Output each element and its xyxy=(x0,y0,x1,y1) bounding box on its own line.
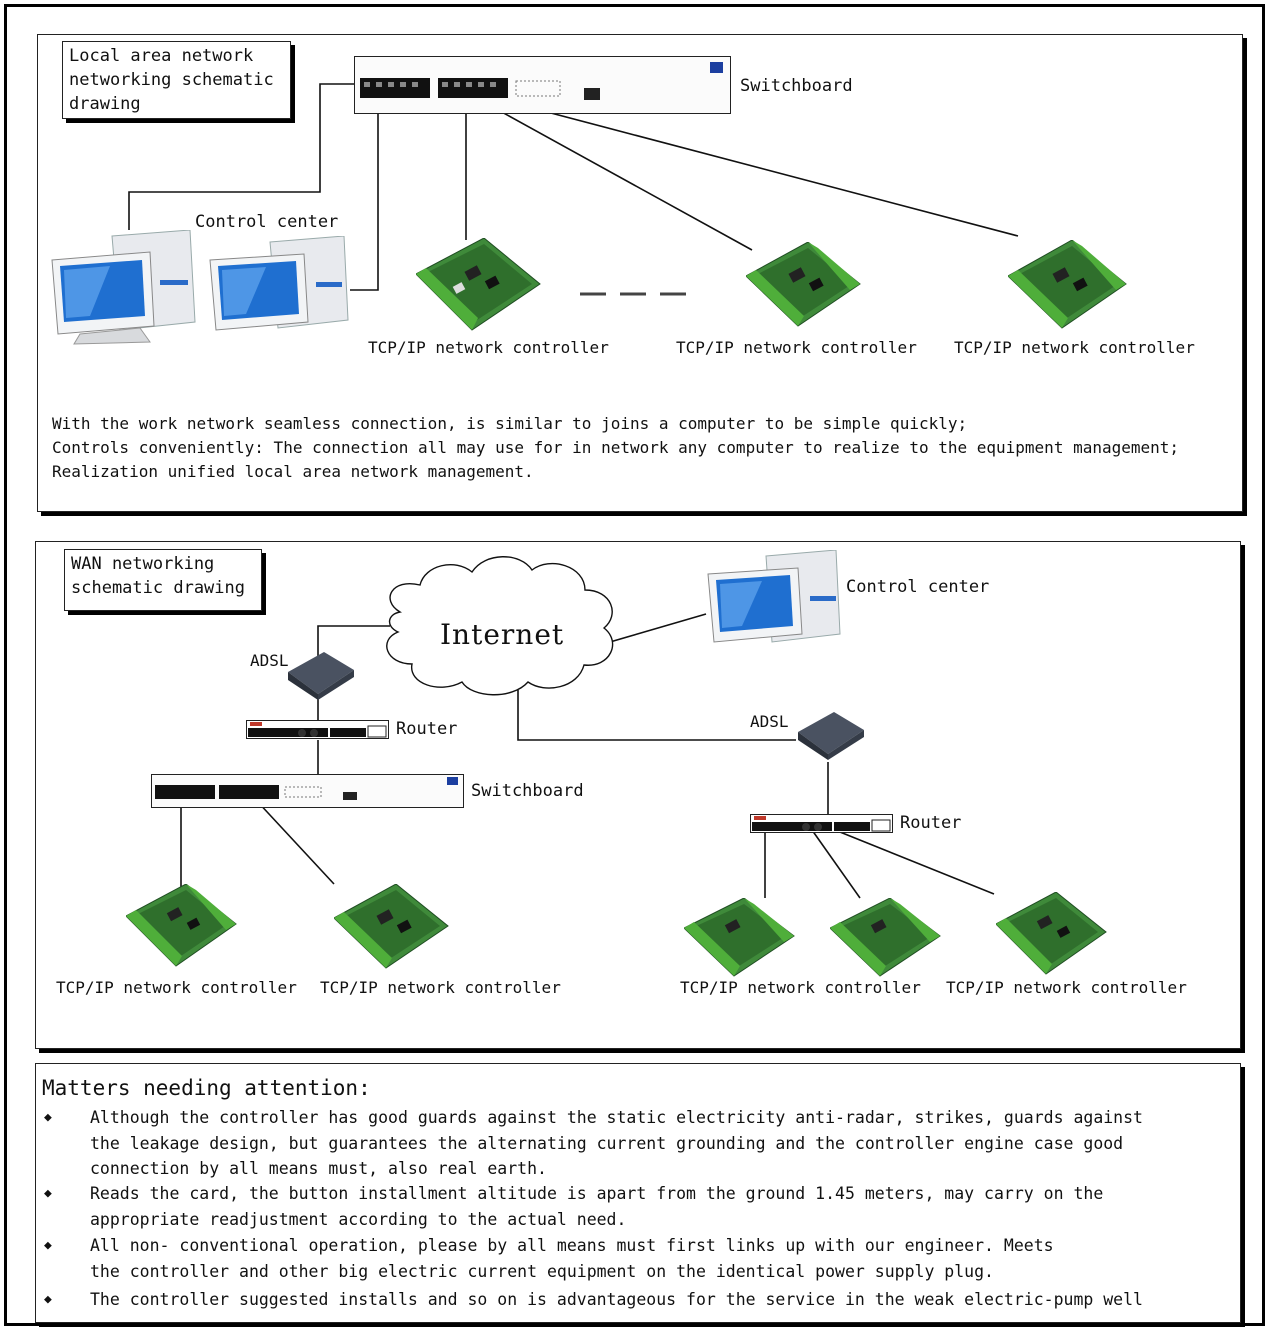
lan-line-pc2 xyxy=(350,100,379,291)
note-text: Reads the card, the button installment a… xyxy=(90,1184,1104,1229)
wan-line-rt-ctrl4 xyxy=(811,829,861,899)
note-text: The controller suggested installs and so… xyxy=(90,1290,1143,1309)
computer-icon xyxy=(209,236,349,331)
wan-switchboard-label: Switchboard xyxy=(471,781,584,801)
wan-line-adsl2 xyxy=(517,690,796,741)
computer-icon xyxy=(707,550,841,643)
lan-pc-1 xyxy=(51,230,196,345)
lan-pc-2 xyxy=(209,236,349,331)
wan-controller-4-label: TCP/IP network controller xyxy=(946,978,1187,997)
lan-description-line-3: Realization unified local area network m… xyxy=(52,462,534,481)
circuit-board-icon xyxy=(746,242,861,327)
circuit-board-icon xyxy=(334,884,449,969)
wan-router-1 xyxy=(246,720,389,739)
lan-line-ctrl3 xyxy=(493,97,1019,237)
modem-icon xyxy=(798,712,864,760)
wan-router-2-label: Router xyxy=(900,813,962,833)
wan-controller-1 xyxy=(126,884,237,967)
lan-controller-3-label: TCP/IP network controller xyxy=(954,338,1195,357)
bullet-icon: ◆ xyxy=(44,1186,52,1201)
wan-switchboard xyxy=(151,774,464,808)
wan-controller-3 xyxy=(684,898,795,977)
wan-controller-2-label: TCP/IP network controller xyxy=(320,978,561,997)
router-icon xyxy=(750,814,893,833)
computer-icon xyxy=(51,230,196,345)
page-frame xyxy=(4,4,1265,1326)
internet-label: Internet xyxy=(440,618,565,651)
notes-title: Matters needing attention: xyxy=(42,1076,371,1100)
router-icon xyxy=(246,720,389,739)
lan-controller-2 xyxy=(746,242,861,327)
wan-adsl-1-label: ADSL xyxy=(250,651,289,670)
lan-description-line-1: With the work network seamless connectio… xyxy=(52,414,968,433)
wan-panel xyxy=(35,541,1241,1049)
notes-panel xyxy=(35,1063,1241,1323)
wan-router-1-label: Router xyxy=(396,719,458,739)
lan-title: Local area network networking schematic … xyxy=(62,41,291,119)
lan-line-ctrl2 xyxy=(479,99,753,251)
wan-adsl-2-label: ADSL xyxy=(750,712,789,731)
wan-controller-3-label: TCP/IP network controller xyxy=(680,978,921,997)
wan-line-sw-ctrl2 xyxy=(255,799,335,885)
circuit-board-icon xyxy=(1008,240,1127,329)
wan-line-cc xyxy=(609,613,707,643)
wan-control-center-pc xyxy=(707,550,841,643)
wan-adsl-1 xyxy=(288,652,354,700)
wan-controller-2 xyxy=(334,884,449,969)
note-text: Although the controller has good guards … xyxy=(90,1108,1143,1178)
wan-line-rt-ctrl5 xyxy=(829,827,995,895)
wan-line-adsl1 xyxy=(317,625,390,660)
internet-cloud xyxy=(386,556,614,696)
wan-router-2 xyxy=(750,814,893,833)
wan-adsl-2 xyxy=(798,712,864,760)
lan-switchboard xyxy=(354,56,731,114)
wan-controller-5 xyxy=(996,892,1107,975)
lan-description-line-2: Controls conveniently: The connection al… xyxy=(52,438,1180,457)
lan-control-center-label: Control center xyxy=(195,212,339,232)
circuit-board-icon xyxy=(996,892,1107,975)
circuit-board-icon xyxy=(684,898,795,977)
bullet-icon: ◆ xyxy=(44,1292,52,1307)
wan-title: WAN networking schematic drawing xyxy=(64,549,262,611)
bullet-icon: ◆ xyxy=(44,1238,52,1253)
lan-line-pc1 xyxy=(128,83,356,230)
circuit-board-icon xyxy=(416,238,541,331)
lan-controller-2-label: TCP/IP network controller xyxy=(676,338,917,357)
wan-control-center-label: Control center xyxy=(846,577,990,597)
circuit-board-icon xyxy=(126,884,237,967)
lan-controller-3 xyxy=(1008,240,1127,329)
wan-controller-1-label: TCP/IP network controller xyxy=(56,978,297,997)
bullet-icon: ◆ xyxy=(44,1110,52,1125)
modem-icon xyxy=(288,652,354,700)
lan-controller-1 xyxy=(416,238,541,331)
note-text: All non- conventional operation, please … xyxy=(90,1236,1054,1281)
lan-controller-1-label: TCP/IP network controller xyxy=(368,338,609,357)
wan-controller-4 xyxy=(830,898,941,977)
lan-switchboard-label: Switchboard xyxy=(740,76,853,96)
circuit-board-icon xyxy=(830,898,941,977)
